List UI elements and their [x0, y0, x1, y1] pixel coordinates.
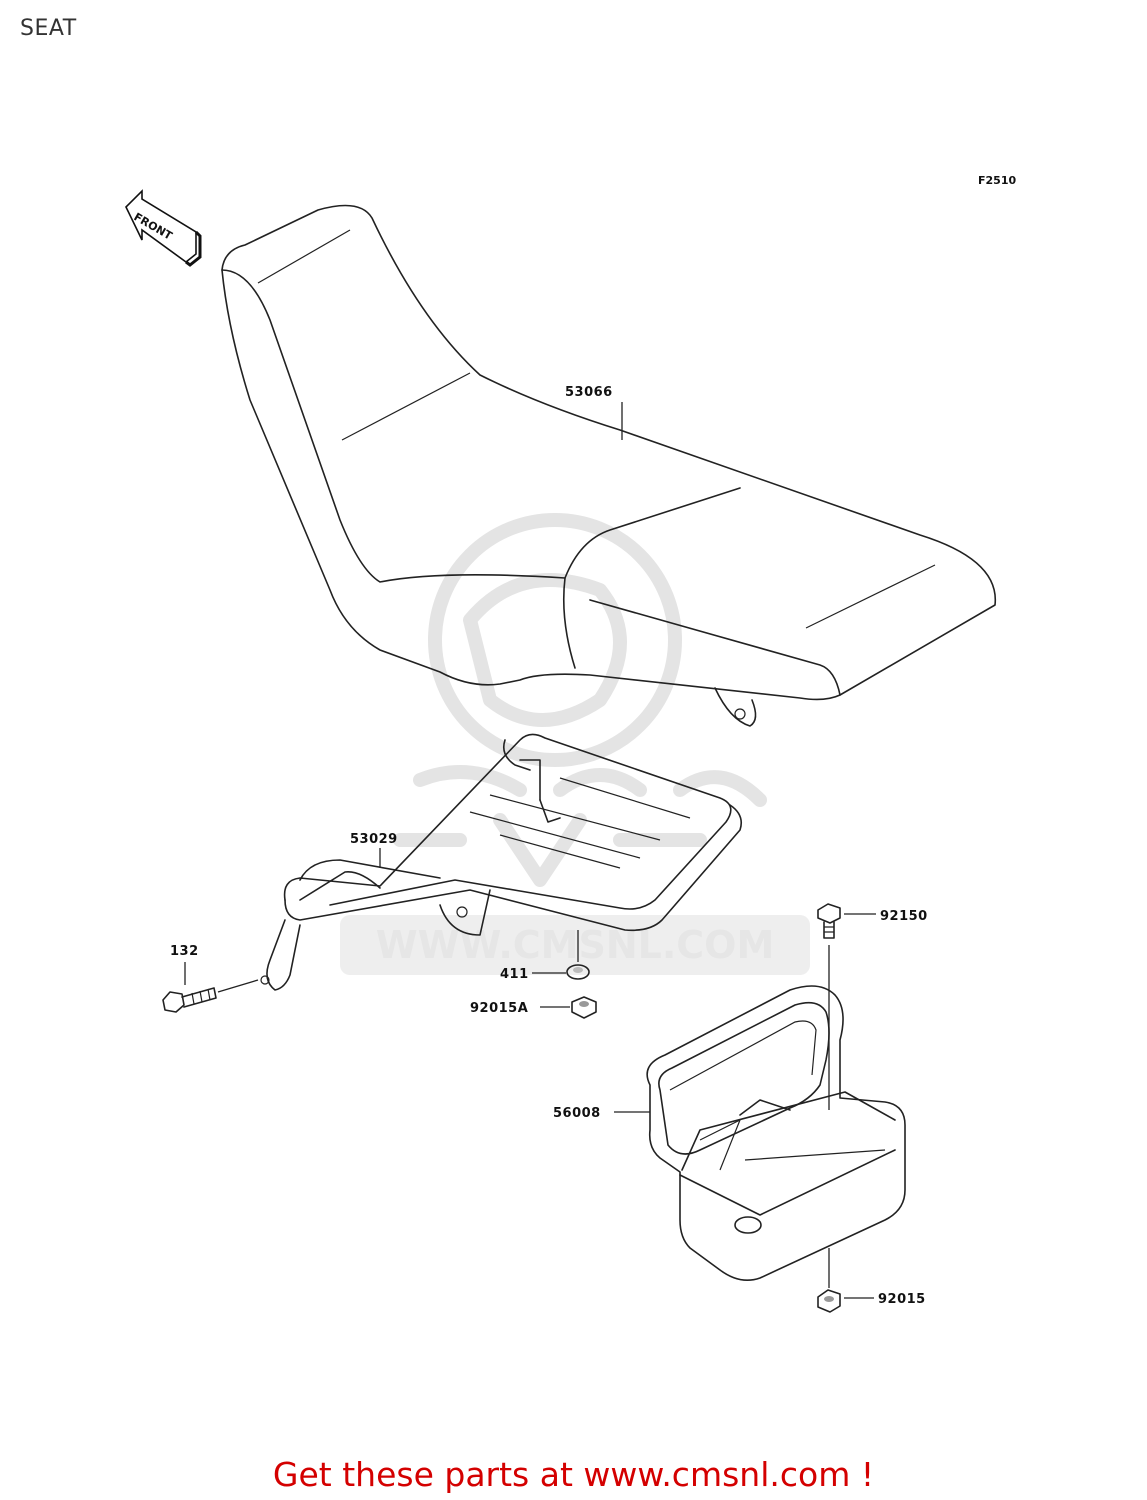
bolt-92150-label: 92150 [880, 909, 928, 924]
front-arrow-icon: FRONT [125, 189, 202, 267]
nut-92015a-part [571, 996, 597, 1019]
carrier-label: 53029 [350, 832, 398, 847]
figure-code: F2510 [978, 174, 1016, 187]
carrier-part [260, 733, 743, 991]
footer-cta[interactable]: Get these parts at www.cmsnl.com ! [272, 1455, 875, 1494]
collar-411-part [566, 964, 590, 980]
seat-part [221, 204, 997, 727]
box-56008-part [646, 985, 906, 1281]
bolt-132-label: 132 [170, 944, 199, 959]
bolt-132-part [162, 987, 217, 1013]
page-title: SEAT [20, 16, 77, 41]
collar-411-label: 411 [500, 967, 529, 982]
nut-92015-label: 92015 [878, 1292, 926, 1307]
watermark-text: WWW.CMSNL.COM [376, 923, 775, 967]
bolt-92150-part [817, 903, 841, 939]
box-56008-label: 56008 [553, 1106, 601, 1121]
nut-92015-part [817, 1289, 841, 1313]
seat-label: 53066 [565, 385, 613, 400]
nut-92015a-label: 92015A [470, 1001, 528, 1016]
